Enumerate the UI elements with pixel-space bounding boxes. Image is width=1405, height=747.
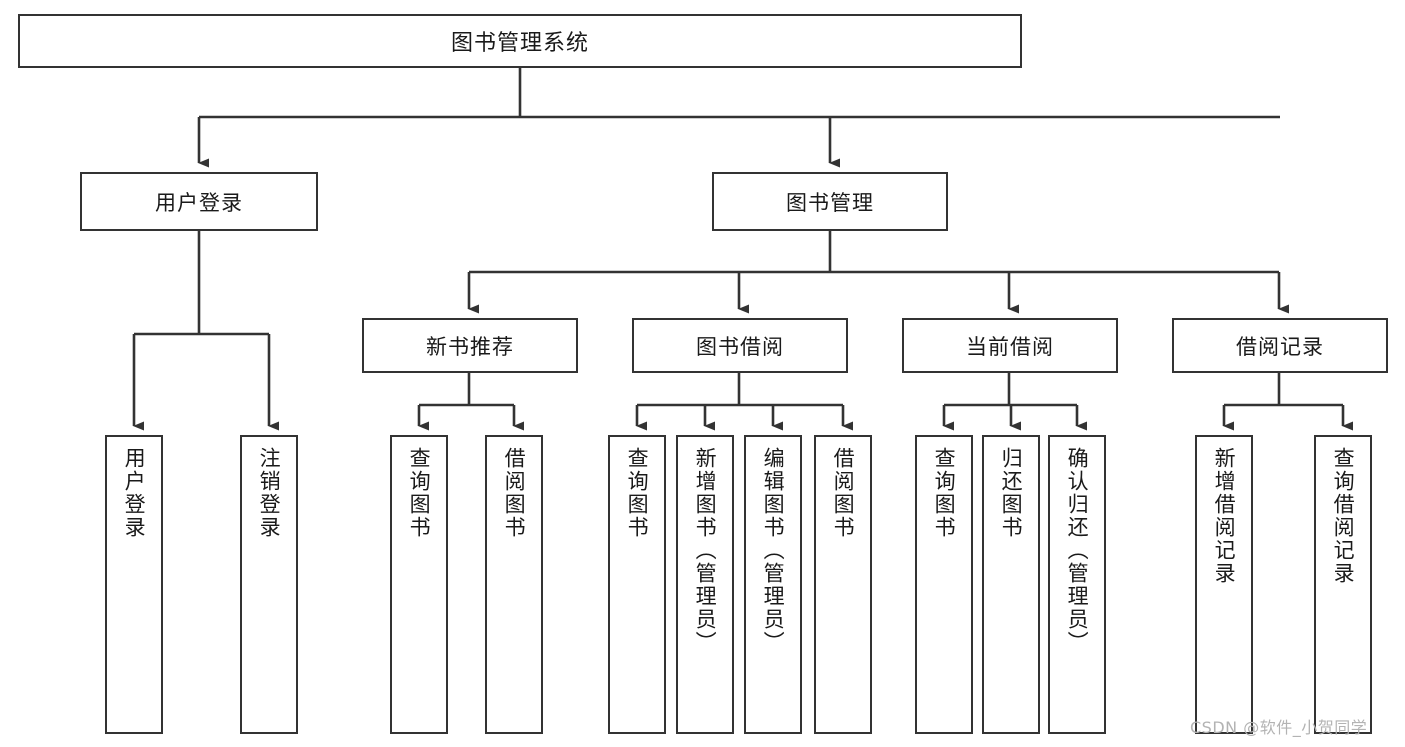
node-book-manage-label: 图书管理 [786, 190, 874, 215]
node-borrow-record[interactable]: 借阅记录 [1172, 318, 1388, 373]
node-leaf-rec-query[interactable]: 查询图书 [390, 435, 448, 734]
node-leaf-user-logout[interactable]: 注销登录 [240, 435, 298, 734]
node-leaf-user-login[interactable]: 用户登录 [105, 435, 163, 734]
node-leaf-cur-query-label: 查询图书 [932, 447, 957, 539]
node-leaf-borrow-add[interactable]: 新增图书（管理员） [676, 435, 734, 734]
node-leaf-cur-confirm[interactable]: 确认归还（管理员） [1048, 435, 1106, 734]
node-borrow-record-label: 借阅记录 [1236, 334, 1324, 359]
node-root-label: 图书管理系统 [450, 31, 589, 56]
node-leaf-record-add-label: 新增借阅记录 [1212, 447, 1237, 585]
node-leaf-cur-query[interactable]: 查询图书 [915, 435, 973, 734]
node-user-login[interactable]: 用户登录 [80, 172, 318, 231]
node-leaf-rec-query-label: 查询图书 [407, 447, 432, 539]
node-leaf-borrow-do-label: 借阅图书 [831, 447, 856, 539]
node-leaf-borrow-query-label: 查询图书 [625, 447, 650, 539]
node-user-login-label: 用户登录 [155, 190, 243, 215]
node-leaf-user-logout-label: 注销登录 [257, 447, 282, 539]
node-leaf-record-query[interactable]: 查询借阅记录 [1314, 435, 1372, 734]
node-book-borrow-label: 图书借阅 [696, 334, 784, 359]
node-leaf-cur-confirm-label: 确认归还（管理员） [1065, 447, 1090, 654]
node-leaf-rec-borrow[interactable]: 借阅图书 [485, 435, 543, 734]
node-current-borrow[interactable]: 当前借阅 [902, 318, 1118, 373]
node-book-borrow[interactable]: 图书借阅 [632, 318, 848, 373]
node-leaf-cur-return-label: 归还图书 [999, 447, 1024, 539]
node-current-borrow-label: 当前借阅 [966, 334, 1054, 359]
node-leaf-rec-borrow-label: 借阅图书 [502, 447, 527, 539]
node-leaf-user-login-label: 用户登录 [122, 447, 147, 539]
node-leaf-borrow-add-label: 新增图书（管理员） [693, 447, 718, 654]
node-leaf-cur-return[interactable]: 归还图书 [982, 435, 1040, 734]
node-leaf-borrow-query[interactable]: 查询图书 [608, 435, 666, 734]
node-leaf-borrow-do[interactable]: 借阅图书 [814, 435, 872, 734]
node-new-book-rec-label: 新书推荐 [426, 334, 514, 359]
node-leaf-borrow-edit-label: 编辑图书（管理员） [761, 447, 786, 654]
node-leaf-borrow-edit[interactable]: 编辑图书（管理员） [744, 435, 802, 734]
node-leaf-record-query-label: 查询借阅记录 [1331, 447, 1356, 585]
node-book-manage[interactable]: 图书管理 [712, 172, 948, 231]
node-new-book-rec[interactable]: 新书推荐 [362, 318, 578, 373]
node-leaf-record-add[interactable]: 新增借阅记录 [1195, 435, 1253, 734]
node-root[interactable]: 图书管理系统 [18, 14, 1022, 68]
